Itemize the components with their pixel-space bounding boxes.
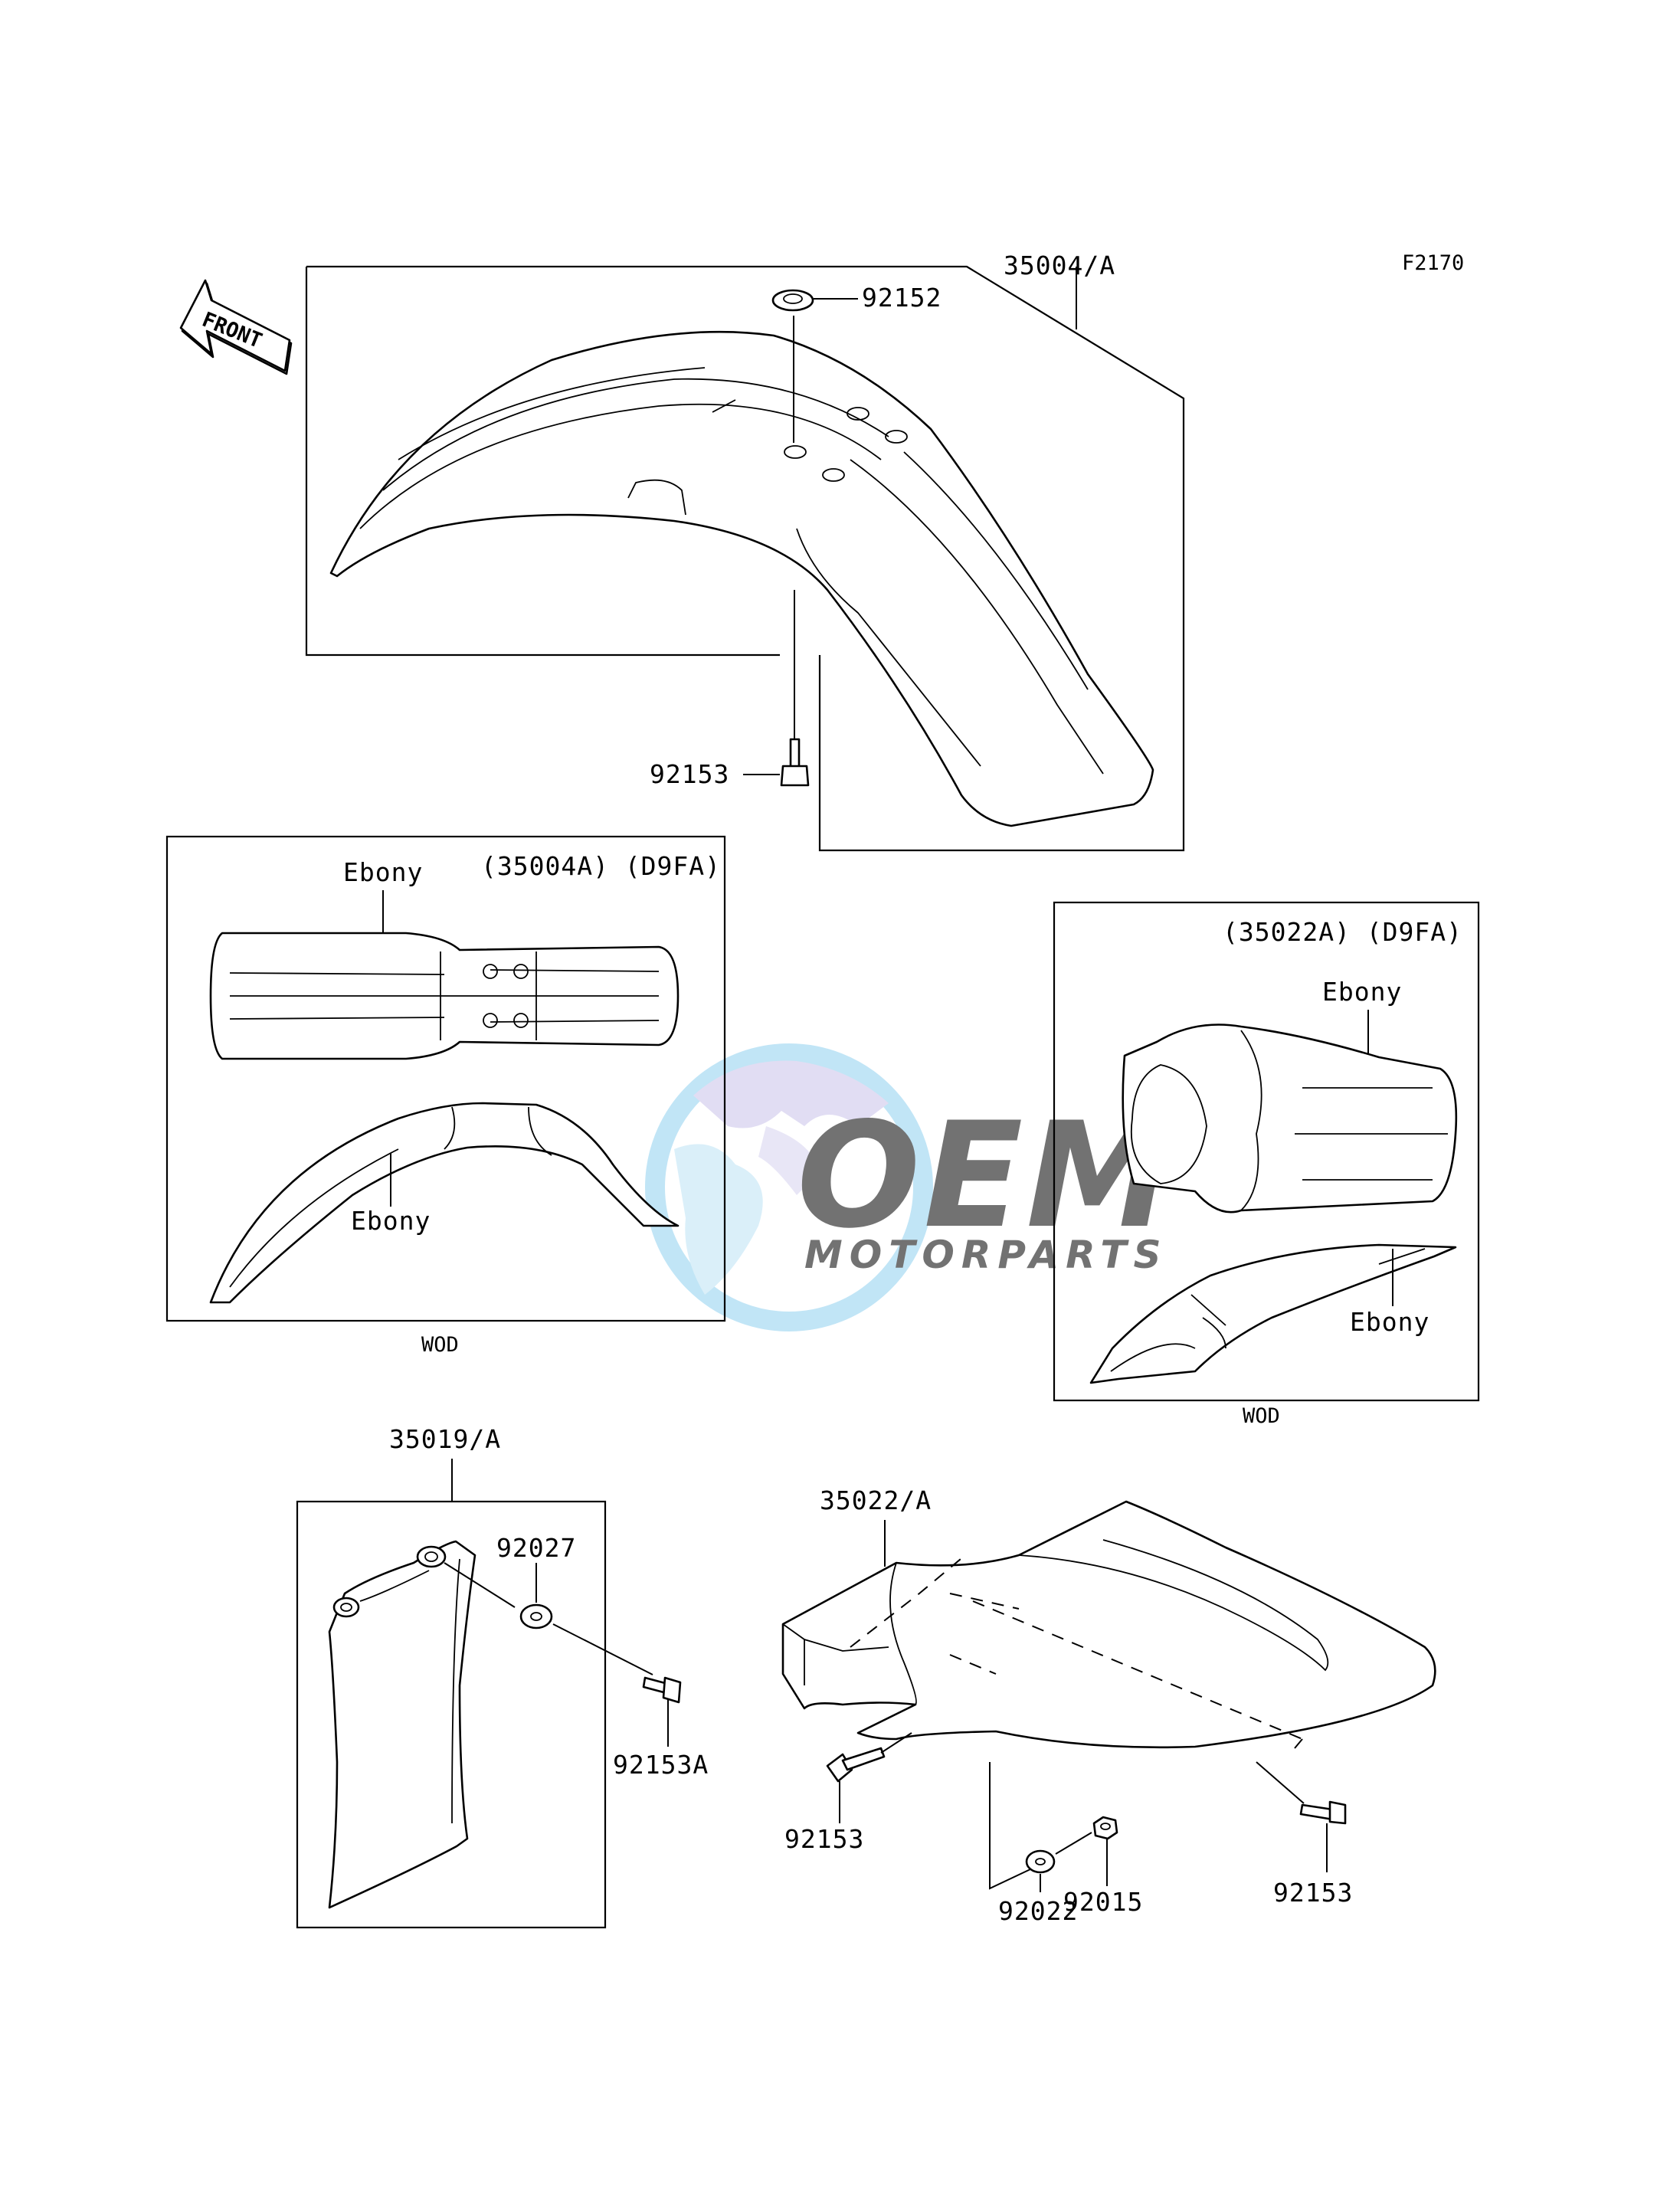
bolt-icon: [1299, 1800, 1347, 1825]
grommet: [771, 289, 814, 312]
rear-bolt-left-label: 92153: [784, 1824, 864, 1854]
inset-rear-color-bottom: Ebony: [1350, 1307, 1429, 1337]
mud-flap: [328, 1540, 476, 1909]
flap-group: 35019/A 92027 92153A: [296, 1424, 709, 1929]
front-fender-group: 35004/A 92152 92153: [305, 251, 1185, 852]
rear-fender-group: 35022/A 92153 92022 92015: [781, 1485, 1436, 1926]
front-fender-part-number: 35004/A: [1004, 251, 1115, 280]
front-arrow: FRONT: [179, 279, 293, 375]
washer-label: 92027: [496, 1533, 576, 1563]
bolt-icon: [826, 1747, 886, 1783]
inset-rear-caption: WOD: [1243, 1404, 1280, 1428]
inset-front-color-bottom: Ebony: [351, 1206, 431, 1236]
inset-front: (35004A) (D9FA) Ebony Ebony WOD: [165, 835, 726, 1357]
rear-collar-label: 92015: [1063, 1887, 1143, 1917]
inset-front-title: (35004A) (D9FA): [481, 851, 721, 881]
inset-front-color-top: Ebony: [343, 857, 423, 887]
watermark-brand: OEM: [797, 1091, 1174, 1260]
flap-part-number: 35019/A: [389, 1424, 501, 1454]
inset-rear-color-top: Ebony: [1322, 977, 1402, 1007]
washer: [1025, 1849, 1056, 1874]
rear-fender: [781, 1500, 1436, 1749]
inset-rear-title: (35022A) (D9FA): [1223, 917, 1462, 947]
flap-bolt-label: 92153A: [613, 1750, 709, 1780]
inset-rear: (35022A) (D9FA) Ebony Ebony WOD: [1053, 901, 1480, 1428]
front-fender-side-view: [209, 1102, 680, 1304]
rear-fender-part-number: 35022/A: [820, 1485, 932, 1515]
inset-front-caption: WOD: [421, 1333, 459, 1357]
grommet-label: 92152: [862, 283, 942, 313]
diagram-code: F2170: [1402, 251, 1464, 275]
rear-bolt-right-label: 92153: [1273, 1878, 1353, 1908]
collar-icon: [1092, 1816, 1118, 1840]
rear-fender-side-view: [1089, 1243, 1457, 1384]
rear-fender-top-view: [1122, 1024, 1458, 1213]
bolt-icon: [780, 738, 810, 787]
watermark-sub: MOTORPARTS: [804, 1233, 1168, 1277]
rear-washer-label: 92022: [998, 1896, 1078, 1926]
front-fender: [329, 330, 1154, 827]
bolt-icon: [642, 1676, 682, 1704]
front-bolt-label: 92153: [650, 759, 729, 789]
watermark: OEM MOTORPARTS: [645, 1043, 1174, 1331]
washer: [519, 1603, 553, 1629]
